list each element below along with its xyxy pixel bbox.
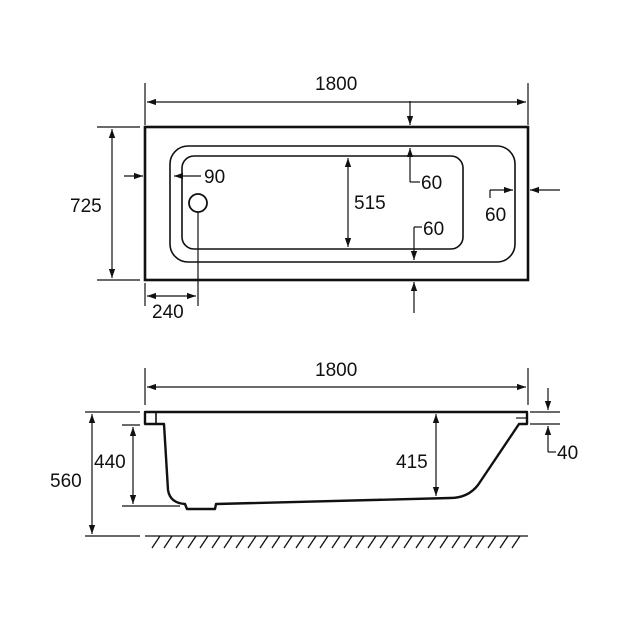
rim-thickness-label: 40 [557, 443, 578, 464]
internal-depth-label: 415 [396, 452, 428, 473]
waste-position-dimension [144, 212, 199, 306]
side-length-dimension [144, 368, 529, 405]
plan-width-dimension [97, 126, 140, 281]
plan-rim-inner-edge [169, 145, 516, 263]
floor-hatching [145, 535, 528, 549]
bottom-rim-label: 60 [423, 219, 444, 240]
waste-position-label: 240 [152, 302, 184, 323]
rim-height-label: 440 [94, 452, 126, 473]
plan-end-rim-dimension [489, 186, 560, 198]
plan-view [97, 83, 560, 313]
side-view [85, 368, 560, 549]
plan-top-rim-dimension [406, 101, 420, 183]
plan-length-label: 1800 [315, 74, 357, 95]
plan-width-label: 725 [70, 196, 102, 217]
waste-diameter-label: 90 [204, 167, 225, 188]
waste-outlet-icon [188, 193, 208, 213]
side-rim-thickness-dimension [530, 388, 560, 453]
plan-basin [181, 155, 464, 250]
side-total-height-dimension [85, 411, 140, 537]
end-rim-label: 60 [485, 205, 506, 226]
side-rim-height-dimension [122, 424, 180, 507]
plan-length-dimension [144, 83, 529, 125]
basin-depth-label: 515 [354, 193, 386, 214]
side-length-label: 1800 [315, 360, 357, 381]
plan-bottom-rim-dimension [410, 226, 422, 313]
top-rim-label: 60 [421, 173, 442, 194]
total-height-label: 560 [50, 471, 82, 492]
plan-outer-rim [143, 125, 530, 282]
side-bath-profile [143, 410, 529, 511]
